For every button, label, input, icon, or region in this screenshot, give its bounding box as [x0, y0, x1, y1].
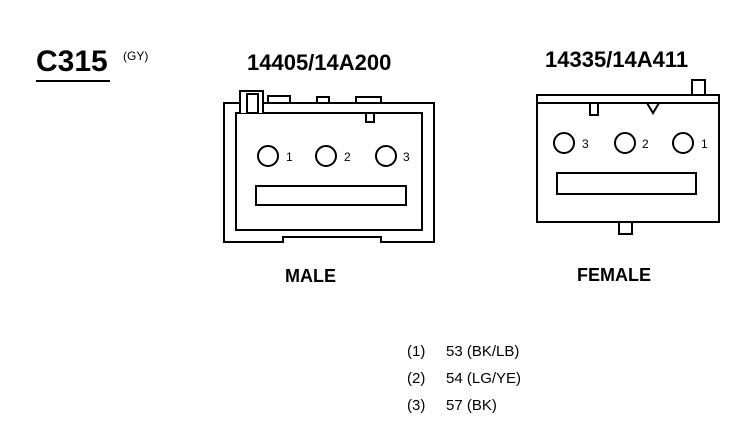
female-connector: 3 2 1 [536, 79, 720, 235]
circuit-desc-2: 54 (LG/YE) [446, 370, 521, 387]
male-label: MALE [285, 266, 336, 286]
female-key-notch [646, 102, 660, 115]
circuit-desc-3: 57 (BK) [446, 397, 497, 414]
female-slot [556, 172, 697, 195]
female-latch [691, 79, 706, 96]
female-housing [536, 94, 720, 223]
male-top-tab-1 [267, 95, 291, 104]
male-pin-3 [375, 145, 397, 167]
female-pin-2 [614, 132, 636, 154]
male-connector: 1 2 3 [223, 90, 435, 243]
connector-color-code: (GY) [123, 49, 148, 63]
male-housing-outer [223, 102, 435, 243]
female-pin-1 [672, 132, 694, 154]
female-label: FEMALE [577, 265, 651, 285]
male-pin-label-3: 3 [403, 150, 410, 164]
circuit-pos-3: (3) [407, 397, 425, 414]
female-pin-label-3: 3 [582, 137, 589, 151]
male-key-notch [365, 112, 375, 123]
male-top-tab-2 [316, 96, 330, 104]
male-pin-1 [257, 145, 279, 167]
male-slot [255, 185, 407, 206]
circuit-pos-2: (2) [407, 370, 425, 387]
connector-id: C315 [36, 45, 108, 78]
female-pin-label-1: 1 [701, 137, 708, 151]
female-key-tab [589, 102, 599, 116]
male-pin-label-1: 1 [286, 150, 293, 164]
female-pin-3 [553, 132, 575, 154]
circuit-pos-1: (1) [407, 343, 425, 360]
circuit-list: (1) 53 (BK/LB) (2) 54 (LG/YE) (3) 57 (BK… [407, 343, 521, 414]
male-pin-2 [315, 145, 337, 167]
male-pin-label-2: 2 [344, 150, 351, 164]
female-pin-label-2: 2 [642, 137, 649, 151]
male-part-number: 14405/14A200 [247, 50, 391, 75]
female-bottom-tab [618, 221, 633, 235]
circuit-desc-1: 53 (BK/LB) [446, 343, 519, 360]
male-latch-inner [246, 93, 259, 114]
male-top-tab-3 [355, 96, 382, 104]
female-part-number: 14335/14A411 [545, 47, 688, 72]
male-housing-inner [235, 112, 423, 231]
